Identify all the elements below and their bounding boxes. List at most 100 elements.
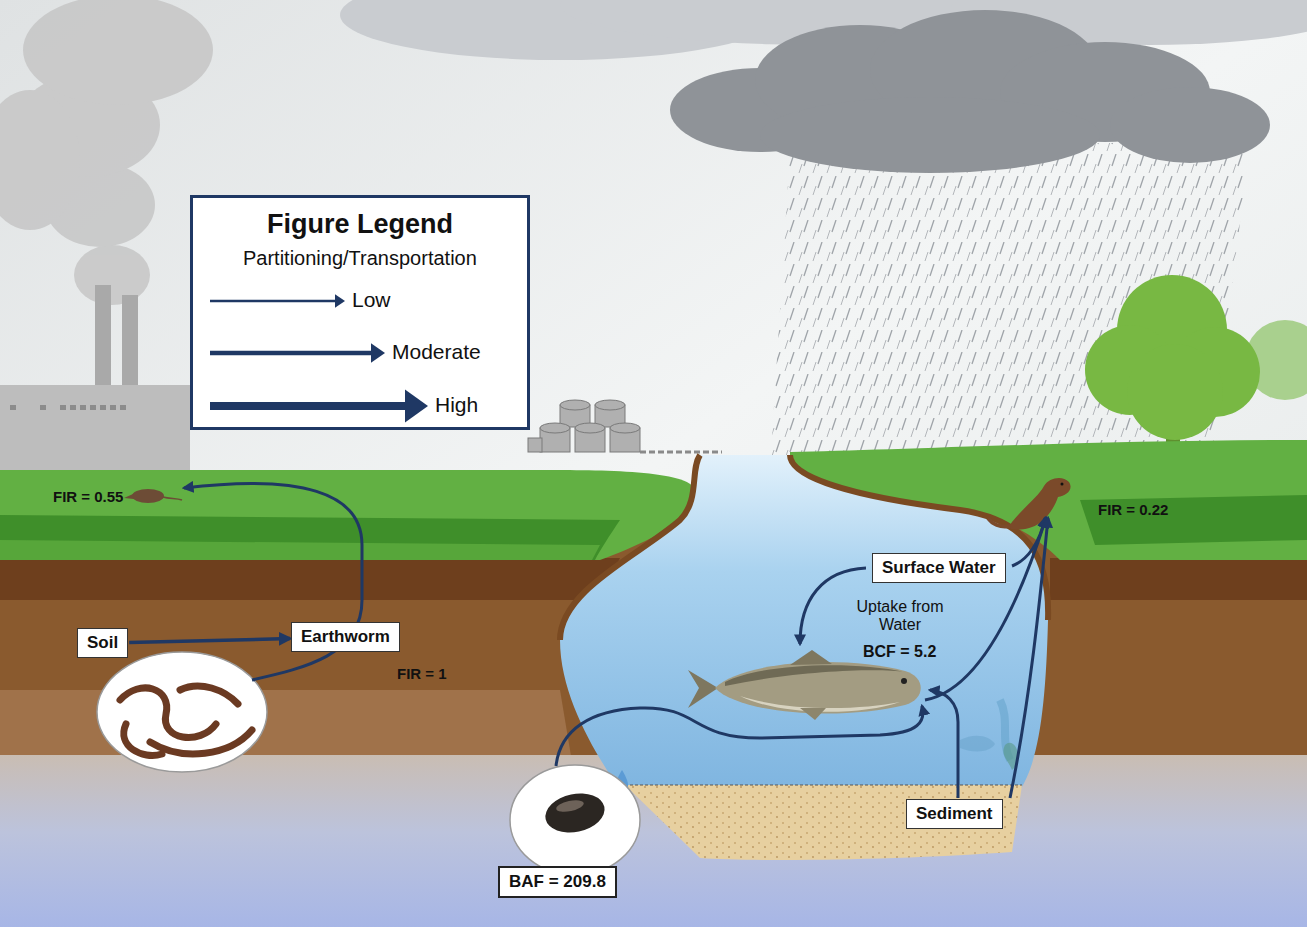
fish	[901, 678, 907, 684]
fir-label: FIR = 0.55	[53, 488, 123, 505]
sediment-box: Sediment	[906, 799, 1003, 829]
legend-entry: High	[193, 384, 513, 428]
otter	[1061, 483, 1064, 486]
node-text: Soil	[87, 633, 118, 653]
node-text: Surface Water	[882, 558, 996, 578]
legend-arrow	[210, 338, 385, 368]
mussel-circle	[510, 765, 640, 875]
factory	[122, 295, 138, 390]
factory	[100, 405, 106, 410]
transport-arrows	[184, 483, 1048, 798]
soil-box: Soil	[77, 628, 128, 658]
grass	[0, 540, 600, 560]
legend-box: Figure LegendPartitioning/Transportation…	[190, 195, 530, 430]
transport-arrows	[1010, 518, 1048, 798]
node-text: BAF = 209.8	[509, 872, 606, 892]
earthworm-circle	[120, 688, 216, 738]
earthworm-circle	[150, 730, 252, 754]
shrew	[124, 494, 134, 499]
mussel-circle	[555, 798, 584, 814]
legend-arrow-head	[405, 390, 428, 423]
grass	[1080, 495, 1307, 545]
transport-arrows	[556, 706, 923, 766]
storm-cloud	[760, 97, 1100, 173]
smoke	[0, 90, 80, 230]
transport-arrows	[930, 690, 958, 798]
legend-text: Moderate	[392, 340, 481, 364]
storage-tanks	[540, 423, 570, 433]
river	[560, 455, 700, 640]
sediment-layer	[625, 785, 1022, 786]
fish-shadow	[960, 736, 995, 752]
factory	[80, 405, 86, 410]
legend-arrow-head	[371, 343, 385, 363]
legend-arrow	[210, 384, 428, 428]
legend-arrow-shaft	[210, 351, 372, 356]
factory	[10, 405, 16, 410]
earthworm-circle	[124, 724, 162, 755]
shrew	[132, 489, 164, 503]
otter	[988, 478, 1071, 530]
transport-arrows	[1012, 518, 1045, 566]
fish	[800, 708, 826, 720]
fish	[688, 670, 718, 708]
node-text: Earthworm	[301, 627, 390, 647]
soil-layers	[1050, 558, 1307, 600]
node-text: Sediment	[916, 804, 993, 824]
storage-tanks	[575, 423, 605, 433]
storage-tanks	[610, 423, 640, 433]
tree	[1085, 275, 1307, 460]
baf-box: BAF = 209.8	[498, 866, 617, 898]
earthworm-box: Earthworm	[291, 622, 400, 652]
river	[790, 455, 1048, 620]
legend-entry: Moderate	[193, 338, 513, 368]
rain	[770, 140, 1250, 470]
fish-shadow	[960, 736, 1018, 770]
factory	[70, 405, 76, 410]
storage-tanks	[640, 451, 722, 454]
storm-cloud	[1110, 87, 1270, 163]
earthworm-circle	[120, 686, 252, 755]
mussel-circle	[542, 788, 609, 838]
fish	[790, 650, 832, 665]
fir-label: FIR = 1	[397, 665, 447, 682]
legend-arrow	[210, 286, 345, 316]
transport-arrows	[800, 568, 866, 644]
legend-subtitle: Partitioning/Transportation	[243, 247, 477, 270]
arrow-line	[129, 639, 290, 643]
factory	[40, 405, 46, 410]
legend-entry: Low	[193, 286, 513, 316]
storm-cloud	[670, 10, 1270, 173]
legend-arrow-head	[335, 294, 345, 308]
earthworm-circle	[180, 686, 238, 704]
bcf-label: BCF = 5.2	[863, 643, 936, 661]
earthworm-circle	[97, 652, 267, 772]
otter	[1008, 478, 1071, 530]
legend-title: Figure Legend	[267, 209, 453, 240]
tree	[1127, 344, 1223, 440]
shrew	[124, 489, 182, 503]
rain	[770, 140, 1250, 470]
shrew	[163, 497, 182, 500]
storage-tanks	[528, 438, 542, 452]
grass	[0, 470, 695, 560]
legend-text: Low	[352, 288, 391, 312]
river	[560, 455, 1048, 790]
factory	[60, 405, 66, 410]
smoke	[74, 245, 150, 305]
fir-label: FIR = 0.22	[1098, 501, 1168, 518]
factory	[0, 385, 190, 475]
legend-text: High	[435, 393, 478, 417]
storage-tanks	[560, 400, 590, 410]
grass	[0, 515, 620, 560]
fish	[725, 665, 905, 686]
factory	[120, 405, 126, 410]
sediment-layer	[625, 785, 1022, 860]
factory	[10, 405, 126, 410]
factory	[110, 405, 116, 410]
